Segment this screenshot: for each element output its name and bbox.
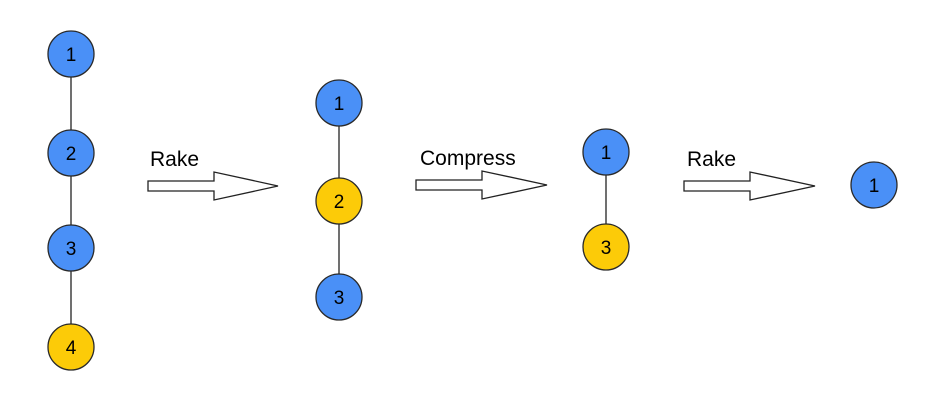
tree-1-node-3: 3 — [47, 224, 95, 272]
node-circle — [47, 129, 95, 177]
node-label: 3 — [334, 288, 345, 309]
node-label: 3 — [66, 239, 77, 260]
node-label: 4 — [66, 338, 77, 359]
nodes-layer: 1 2 3 4 1 2 3 1 3 1 — [47, 30, 898, 371]
node-label: 1 — [601, 143, 612, 164]
tree-3-node-1: 1 — [582, 128, 630, 176]
node-label: 1 — [869, 176, 880, 197]
node-label: 1 — [334, 94, 345, 115]
node-label: 1 — [66, 45, 77, 66]
arrow-2-compress: Compress — [415, 147, 548, 200]
arrow-1-rake: Rake — [147, 148, 279, 201]
node-circle — [47, 224, 95, 272]
node-circle — [582, 223, 630, 271]
node-circle — [47, 30, 95, 78]
tree-1-node-4: 4 — [47, 323, 95, 371]
node-label: 3 — [601, 238, 612, 259]
tree-2-node-2: 2 — [315, 177, 363, 225]
arrows-layer: Rake Compress Rake — [147, 147, 816, 201]
arrow-right-icon — [415, 170, 548, 200]
operation-label: Compress — [420, 147, 516, 170]
operation-label: Rake — [150, 148, 199, 171]
arrow-3-rake: Rake — [683, 148, 816, 201]
node-circle — [315, 273, 363, 321]
tree-1-node-2: 2 — [47, 129, 95, 177]
operation-label: Rake — [687, 148, 736, 171]
node-circle — [582, 128, 630, 176]
tree-3-node-3: 3 — [582, 223, 630, 271]
node-circle — [850, 161, 898, 209]
arrow-right-icon — [683, 171, 816, 201]
node-circle — [315, 177, 363, 225]
node-label: 2 — [334, 192, 345, 213]
tree-1-node-1: 1 — [47, 30, 95, 78]
tree-4-node-1: 1 — [850, 161, 898, 209]
tree-2-node-3: 3 — [315, 273, 363, 321]
edges-layer — [70, 77, 607, 324]
tree-2-node-1: 1 — [315, 79, 363, 127]
node-circle — [315, 79, 363, 127]
node-label: 2 — [66, 144, 77, 165]
node-circle — [47, 323, 95, 371]
arrow-right-icon — [147, 171, 279, 201]
